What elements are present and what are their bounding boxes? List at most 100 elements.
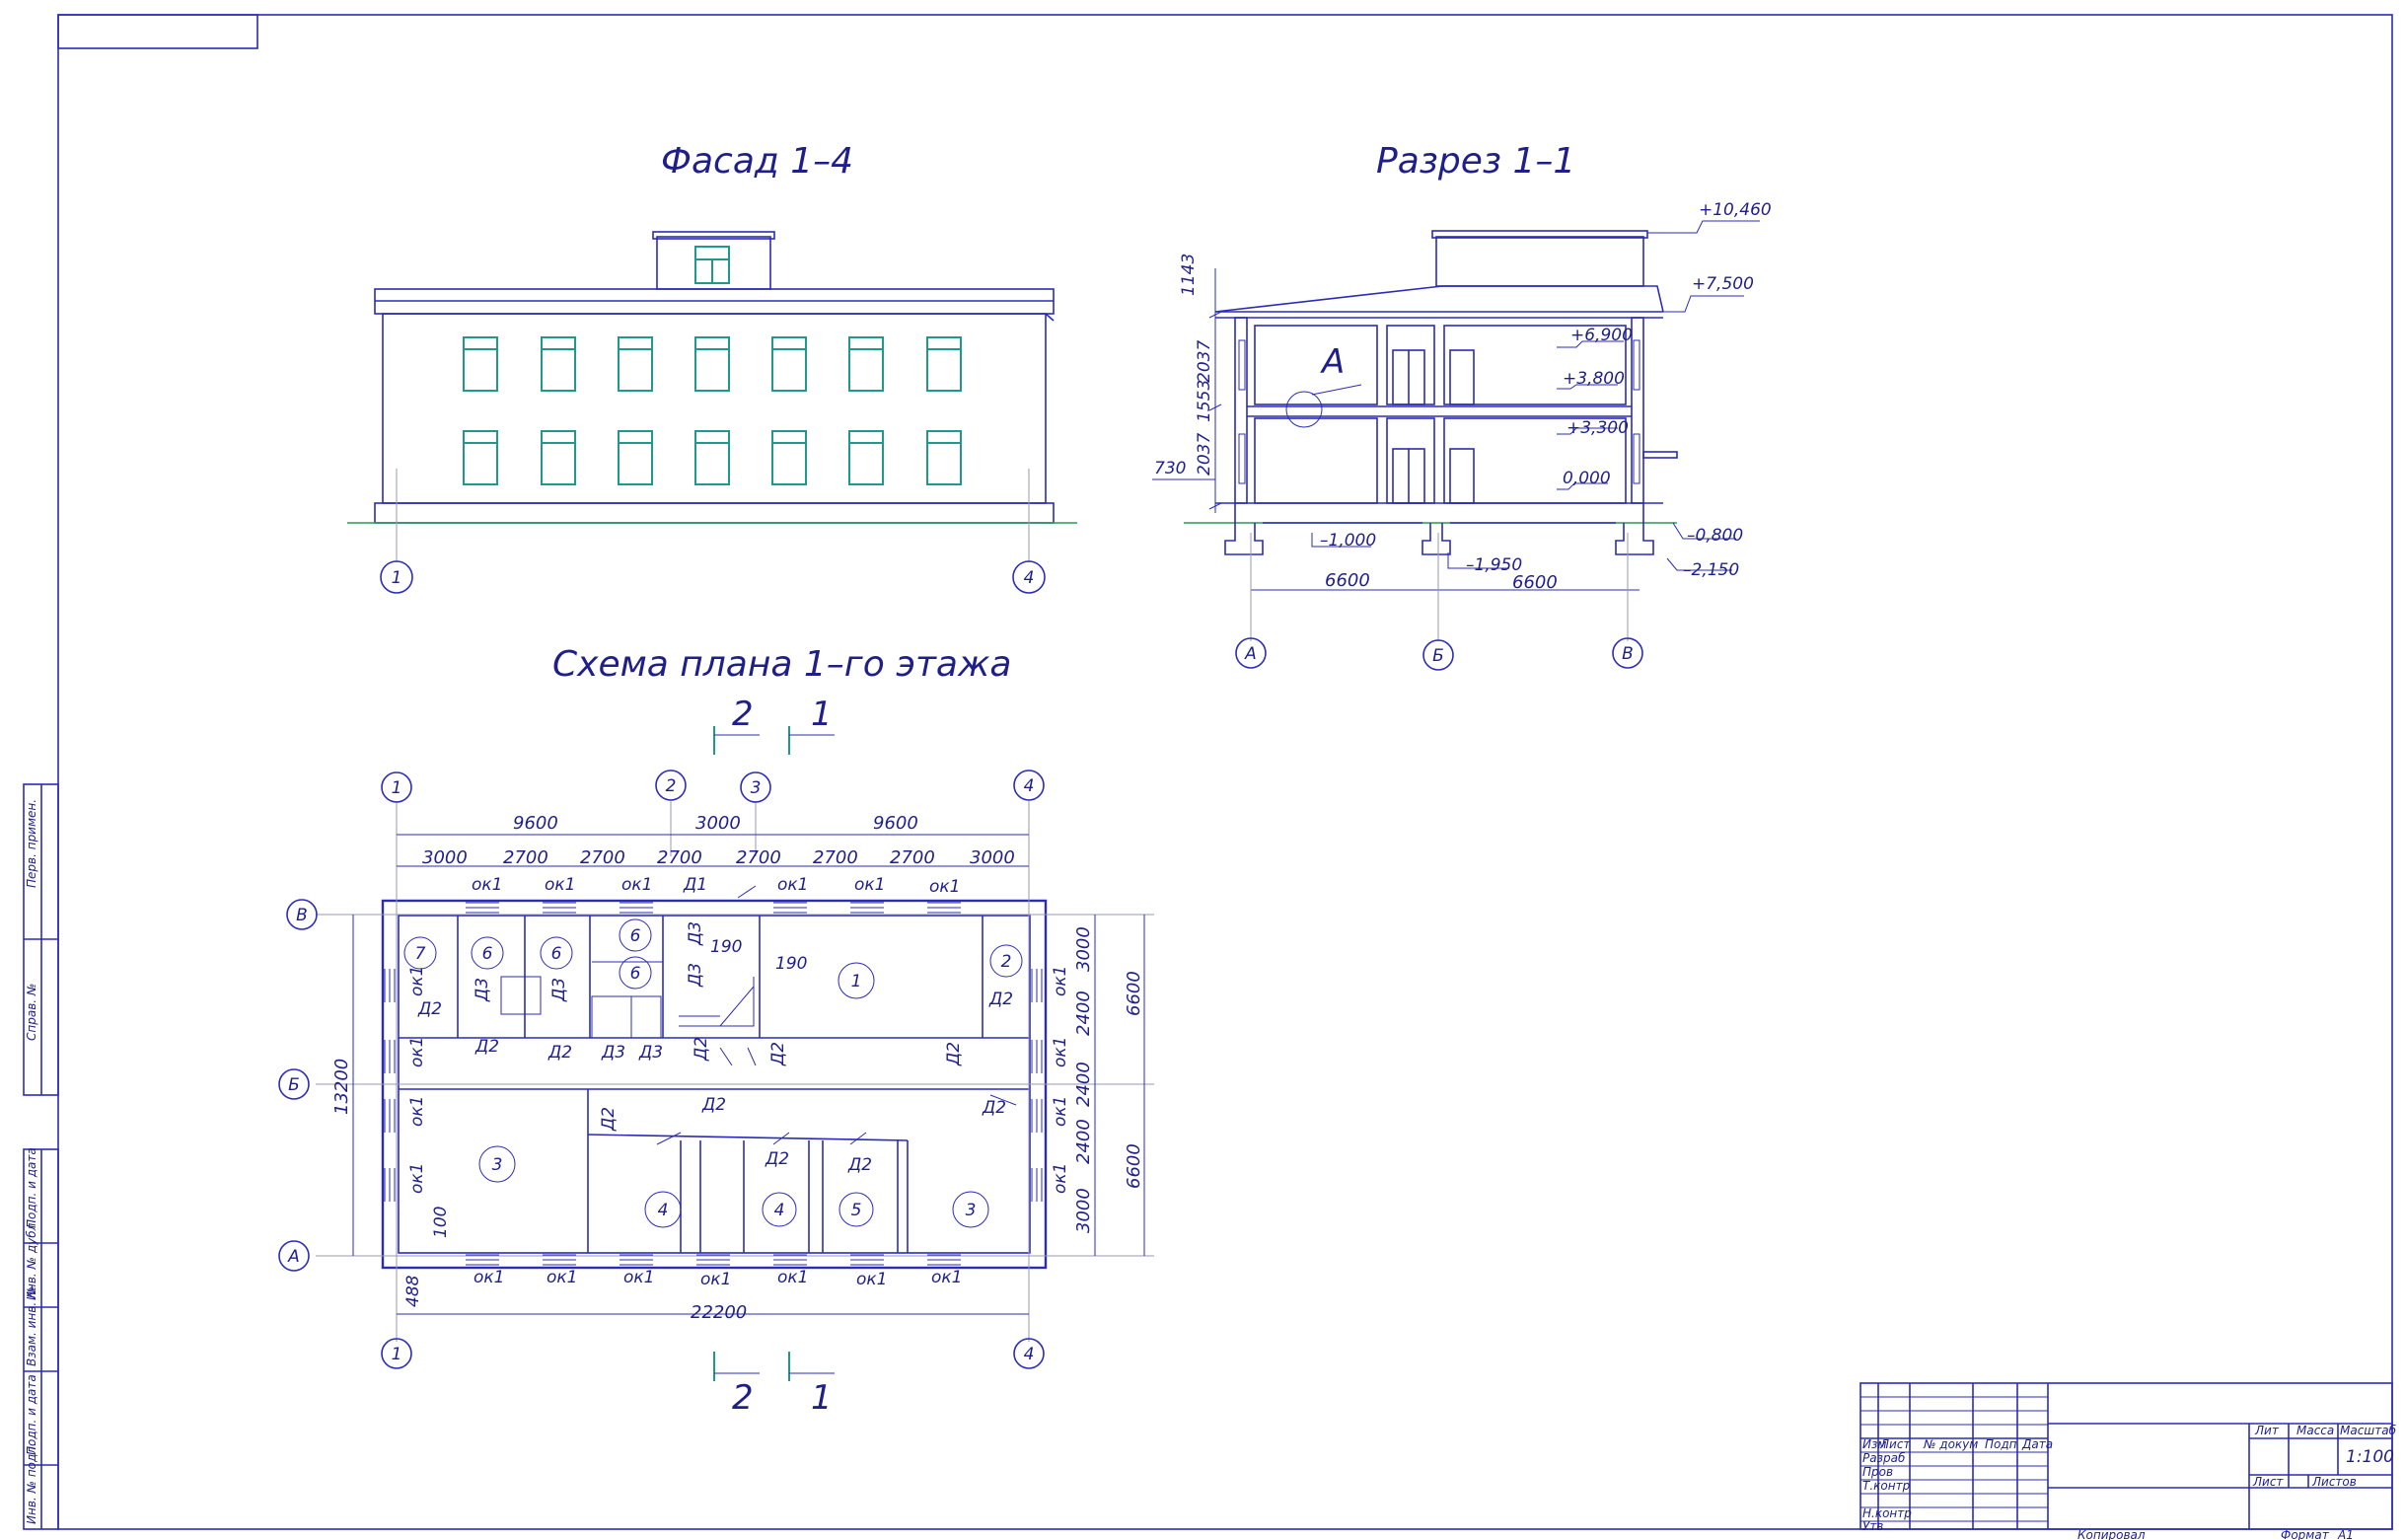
facade-title: Фасад 1–4 — [661, 141, 853, 182]
side-stamp-label: Инв. № дубл. — [25, 1219, 38, 1300]
tb-label: Подп — [1985, 1437, 2017, 1451]
window-label: ок1 — [931, 1268, 963, 1287]
plan-dim: 2700 — [890, 847, 935, 868]
section-bottom-dims: 6600 6600 — [1325, 570, 1558, 593]
tb-label: Масса — [2296, 1424, 2334, 1437]
plan-dim: 2700 — [657, 847, 702, 868]
section-dim: 6600 — [1512, 572, 1558, 593]
door-label: Д2 — [599, 1107, 619, 1132]
side-stamp-label: Подп. и дата — [25, 1147, 38, 1228]
plan-dim: 3000 — [970, 847, 1015, 868]
door-label: Д2 — [692, 1037, 711, 1062]
tb-scale: 1:100 — [2346, 1447, 2394, 1467]
plan-window — [696, 1254, 730, 1266]
level-mark-label: +3,800 — [1563, 369, 1625, 389]
svg-text:5: 5 — [851, 1201, 862, 1220]
room-marker: 6 — [619, 956, 652, 990]
facade-window — [694, 430, 730, 485]
svg-text:3: 3 — [492, 1155, 503, 1175]
level-mark: +3,300 — [1557, 418, 1629, 438]
footer: Копировал Формат А1 — [2077, 1528, 2354, 1540]
plan-windows — [384, 902, 1043, 1266]
door-label: Д2 — [982, 1098, 1006, 1118]
door-label: Д3 — [473, 978, 492, 1002]
window-label: ок1 — [474, 1268, 505, 1287]
window-label: ок1 — [1051, 1163, 1070, 1195]
level-mark: +3,800 — [1557, 369, 1625, 390]
section-axes: А Б В — [1235, 637, 1643, 671]
svg-text:4: 4 — [774, 1201, 785, 1220]
plan-dim: 190 — [775, 954, 807, 974]
plan-dim: 2400 — [1073, 1062, 1094, 1107]
plan-window — [619, 902, 653, 914]
plan-window — [850, 1254, 884, 1266]
plan-cut-marks-bottom: 2 1 — [713, 1352, 835, 1418]
plan-window — [1031, 1099, 1043, 1133]
plan-dim: 2700 — [503, 847, 548, 868]
plan-title: Схема плана 1–го этажа — [552, 644, 1011, 685]
facade-window — [618, 336, 653, 392]
svg-text:6: 6 — [630, 926, 641, 946]
room-marker: 6 — [619, 918, 652, 952]
plan-dim: 6600 — [1124, 1143, 1144, 1189]
plan-axis-label: Б — [288, 1075, 300, 1095]
cut-label: 1 — [811, 695, 833, 734]
facade-window — [848, 336, 884, 392]
facade-axis-label: 1 — [392, 568, 402, 588]
facade-window — [541, 430, 576, 485]
facade-window — [618, 430, 653, 485]
level-mark-label: +7,500 — [1692, 274, 1754, 294]
door-label: Д3 — [686, 921, 705, 946]
door-label: Д2 — [547, 1043, 572, 1063]
window-label: ок1 — [623, 1268, 655, 1287]
side-stamp-labels: Перв. примен. Справ. № Подп. и дата Инв.… — [25, 799, 38, 1524]
level-mark-label: –2,150 — [1683, 560, 1739, 580]
facade-window — [694, 336, 730, 392]
window-label: ок1 — [407, 1096, 427, 1128]
level-mark: –1,000 — [1311, 531, 1376, 550]
level-mark: +10,460 — [1647, 200, 1772, 234]
plan-window — [619, 1254, 653, 1266]
window-label: ок1 — [621, 875, 653, 895]
tb-label: Лист — [1879, 1437, 1911, 1451]
window-label: ок1 — [472, 875, 503, 895]
section-detail-letter: А — [1320, 342, 1345, 382]
door-label: Д3 — [638, 1043, 663, 1063]
svg-text:6: 6 — [630, 964, 641, 984]
plan-window — [1031, 1040, 1043, 1073]
plan-window — [773, 1254, 807, 1266]
plan-axis-label: 2 — [666, 776, 677, 796]
window-label: ок1 — [856, 1270, 888, 1289]
svg-text:7: 7 — [415, 944, 426, 964]
plan-dim: 3000 — [422, 847, 468, 868]
tb-label: Лист — [2252, 1475, 2284, 1489]
section-left-dims: 1143 2037 1553 2037 730 — [1152, 254, 1215, 480]
door-label: Д2 — [847, 1155, 872, 1175]
door-label: Д3 — [601, 1043, 625, 1063]
plan-axis-label: 1 — [392, 778, 402, 798]
level-mark: 0,000 — [1557, 469, 1611, 490]
window-label: ок1 — [1051, 1037, 1070, 1068]
window-label: ок1 — [777, 1268, 809, 1287]
window-label: ок1 — [407, 966, 427, 997]
window-label: ок1 — [407, 1163, 427, 1195]
plan-dimensions: 9600 3000 9600 3000 2700 2700 2700 2700 … — [331, 813, 1145, 1323]
plan-dim: 3000 — [1073, 926, 1094, 972]
level-mark-label: –1,950 — [1466, 555, 1522, 575]
title-block-text: Изм Лист № докум Подп Дата Разраб Пров Т… — [1862, 1424, 2397, 1533]
tb-label: № докум — [1923, 1437, 1978, 1451]
window-label: ок1 — [777, 875, 809, 895]
plan-window — [927, 1254, 961, 1266]
facade-window — [463, 430, 498, 485]
room-marker: 4 — [762, 1192, 797, 1227]
plan-window — [773, 902, 807, 914]
room-marker: 7 — [403, 936, 437, 970]
window-label: ок1 — [545, 875, 576, 895]
room-marker: 6 — [471, 936, 504, 970]
level-mark: –2,150 — [1666, 557, 1739, 580]
door-label: Д2 — [768, 1042, 788, 1066]
plan-dim: 100 — [431, 1207, 451, 1238]
level-mark: +7,500 — [1657, 274, 1754, 313]
sheet-frame — [23, 14, 2393, 1530]
